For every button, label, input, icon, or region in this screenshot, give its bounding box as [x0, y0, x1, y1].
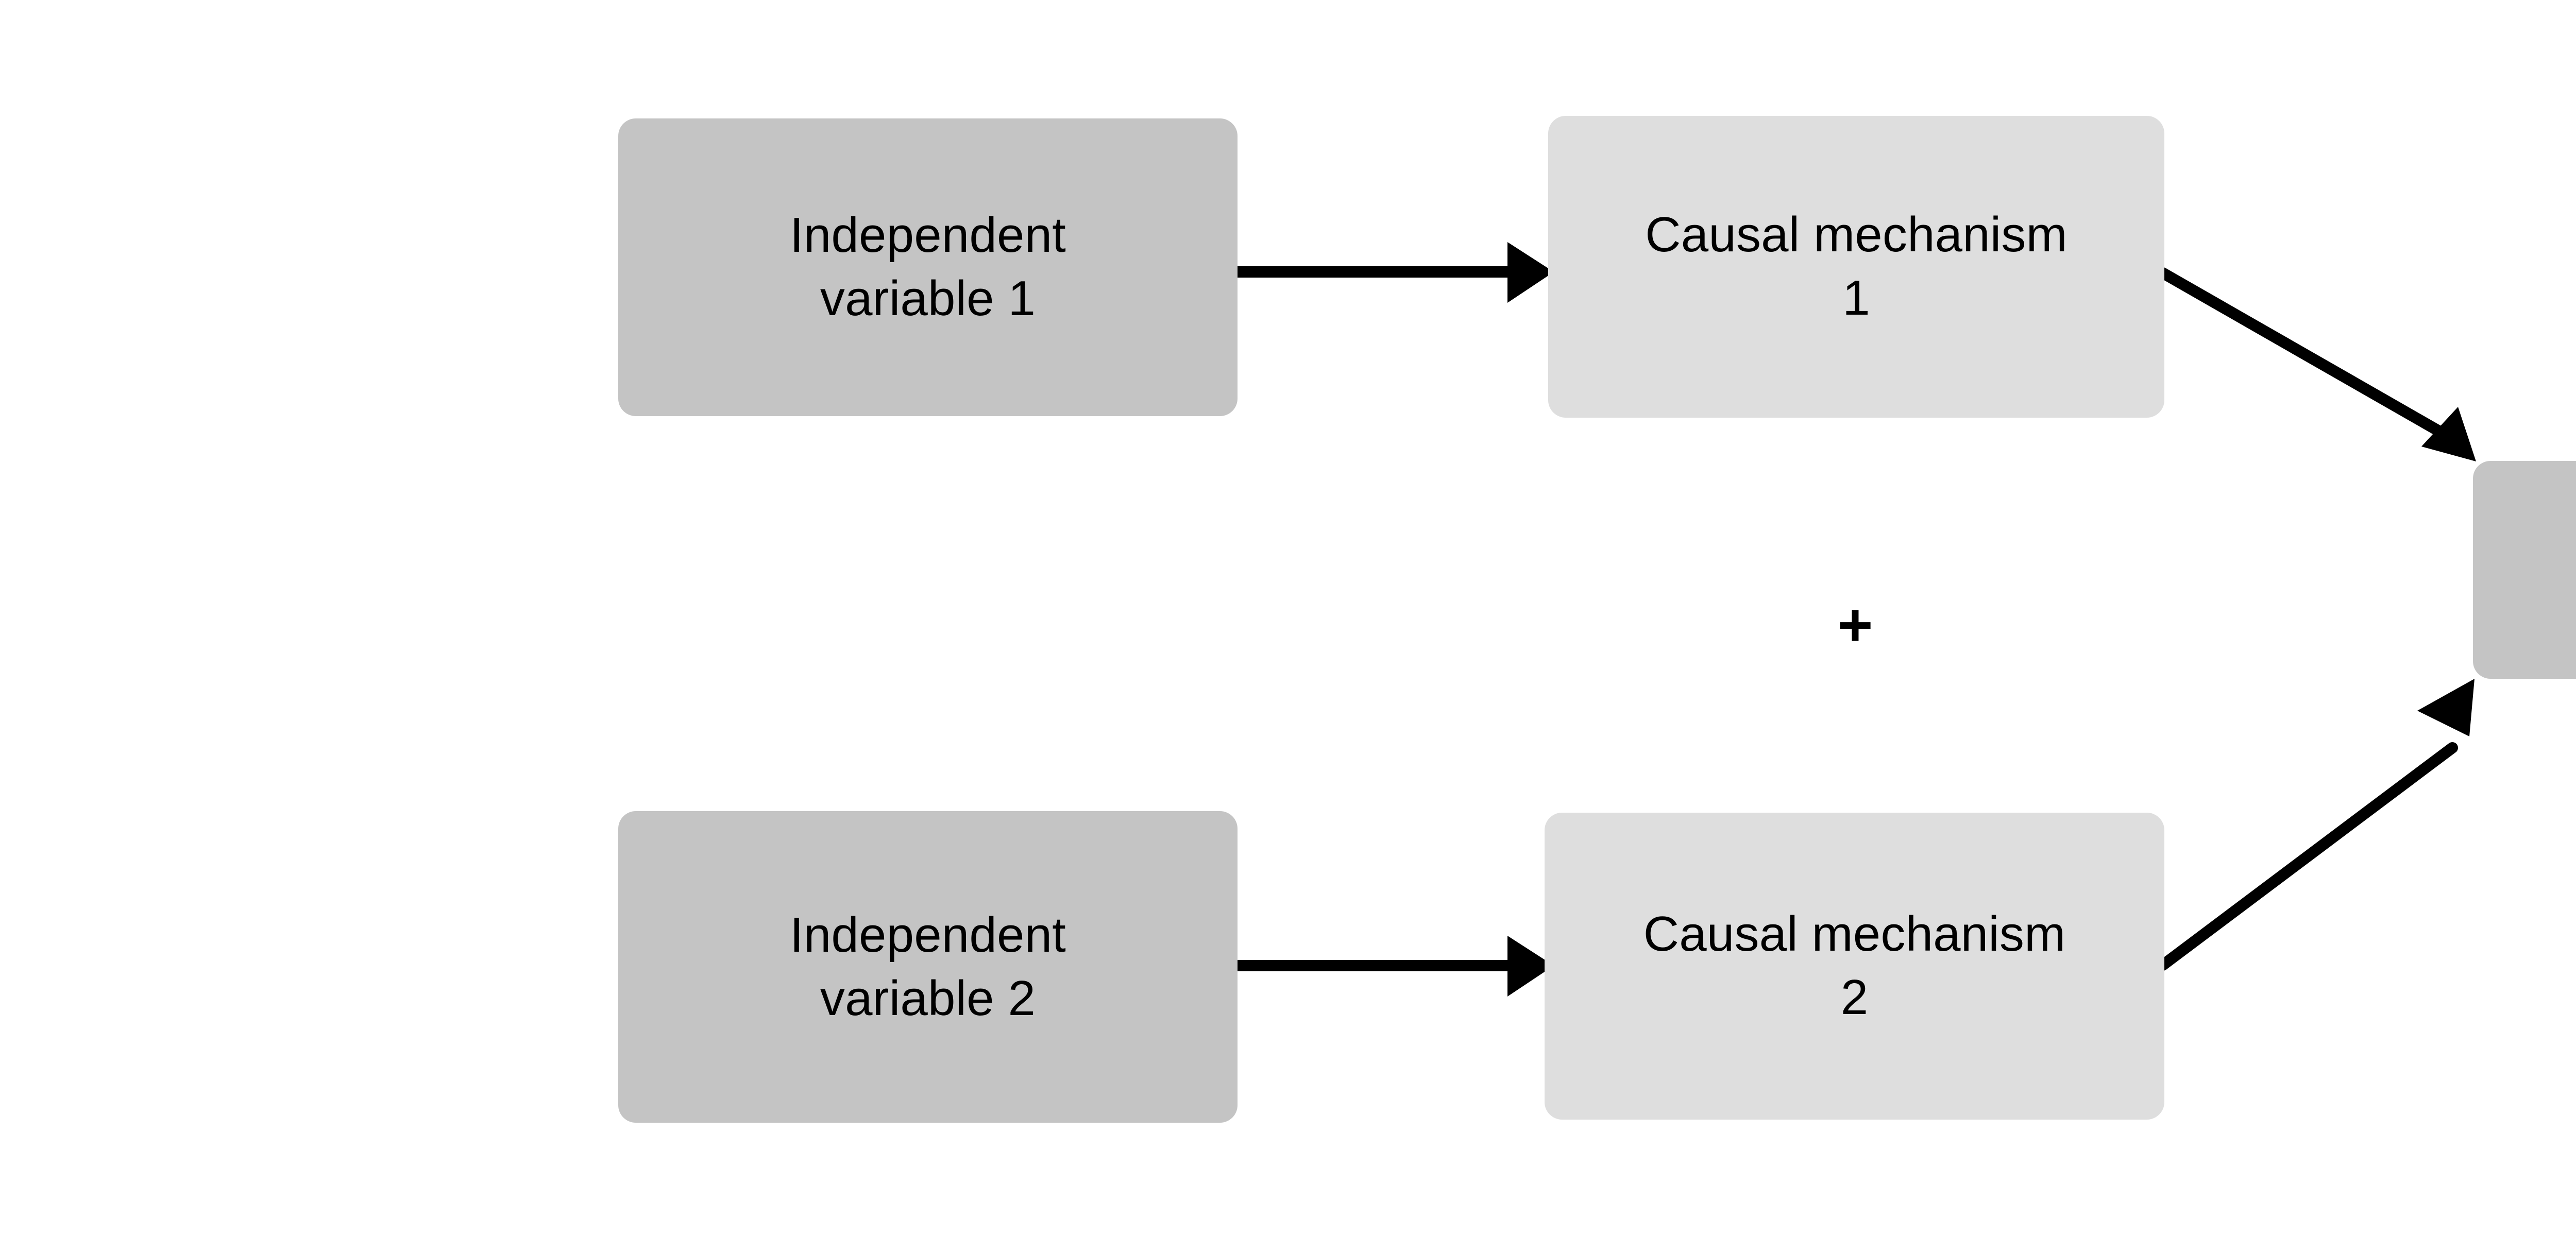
arrowhead-icon — [2417, 679, 2475, 736]
node-label: Independent variable 1 — [789, 208, 1066, 326]
edge-iv2-to-cm2 — [1227, 936, 1554, 997]
node-dependent-variable[interactable]: Dependent variable — [2473, 461, 2576, 679]
plus-operator-symbol: + — [1837, 591, 1873, 659]
edge-iv1-to-cm1 — [1227, 242, 1554, 303]
node-causal-mechanism-1[interactable]: Causal mechanism 1 — [1548, 116, 2164, 418]
edge-cm2-to-dv — [2157, 679, 2475, 971]
arrowhead-icon — [2421, 407, 2476, 461]
node-independent-variable-2[interactable]: Independent variable 2 — [618, 811, 1238, 1123]
node-causal-mechanism-2[interactable]: Causal mechanism 2 — [1545, 813, 2164, 1120]
edge-line — [2157, 267, 2458, 444]
node-label: Independent variable 2 — [789, 907, 1066, 1026]
edge-line — [2157, 742, 2458, 971]
arrowhead-icon — [1507, 242, 1554, 303]
node-label: Causal mechanism 1 — [1645, 207, 2067, 325]
node-label: Causal mechanism 2 — [1643, 906, 2066, 1025]
node-independent-variable-1[interactable]: Independent variable 1 — [618, 118, 1238, 416]
edge-cm1-to-dv — [2157, 267, 2476, 461]
